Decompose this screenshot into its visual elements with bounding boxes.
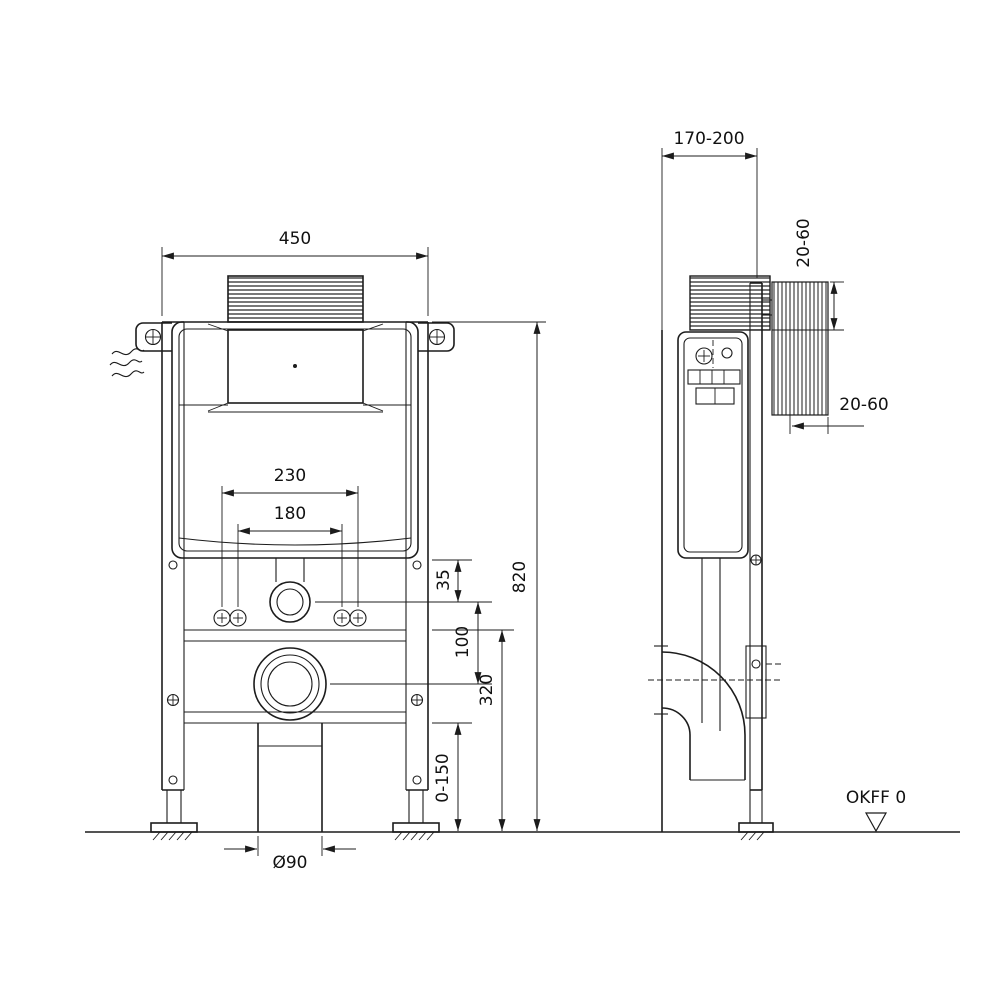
floor-level-label: OKFF 0 bbox=[846, 788, 906, 808]
front-dimensions: 450 230 180 820 bbox=[161, 229, 546, 873]
side-foot bbox=[738, 790, 774, 841]
side-dimensions: 170-200 20-60 20-60 bbox=[661, 129, 889, 434]
dim-frame-depth: 170-200 bbox=[661, 129, 758, 330]
dim-label-supply-to-drain: 100 bbox=[453, 626, 473, 658]
outlet-bracket bbox=[745, 645, 782, 719]
dim-supply-to-drain: 100 bbox=[330, 602, 492, 685]
dim-label-frame-height: 820 bbox=[510, 561, 530, 593]
dim-bracket-vertical: 20-60 bbox=[772, 218, 844, 331]
dim-supply-offset: 35 bbox=[315, 559, 492, 603]
front-view: 450 230 180 820 bbox=[109, 229, 546, 873]
drain-pipe bbox=[257, 723, 323, 832]
dim-foot-adjustment: 0-150 bbox=[432, 722, 472, 831]
dim-label-fixing-outer: 230 bbox=[274, 466, 306, 486]
dim-label-bracket-horizontal: 20-60 bbox=[839, 395, 888, 415]
drain-outlet bbox=[253, 647, 327, 721]
access-window bbox=[227, 329, 364, 404]
side-cistern bbox=[677, 275, 829, 559]
floor-level-marker: OKFF 0 bbox=[846, 788, 906, 833]
dim-label-supply-offset: 35 bbox=[434, 569, 454, 591]
front-cistern bbox=[109, 275, 455, 559]
supply-connection bbox=[269, 581, 311, 623]
side-rail-hole-icon bbox=[750, 554, 762, 566]
dim-label-drain-diameter: Ø90 bbox=[272, 853, 307, 873]
dim-fixing-centers-outer: 230 bbox=[221, 466, 359, 607]
wall-bracket-block bbox=[771, 281, 829, 416]
side-valve-details bbox=[687, 340, 741, 405]
floor-level-triangle-icon bbox=[864, 812, 888, 833]
wall-break-icon bbox=[109, 348, 145, 378]
fixing-bolts-left bbox=[213, 609, 247, 627]
right-mounting-ear bbox=[418, 322, 455, 352]
dim-frame-height: 820 bbox=[432, 321, 546, 831]
dim-label-foot-adjustment: 0-150 bbox=[433, 753, 453, 802]
dim-label-frame-depth: 170-200 bbox=[673, 129, 744, 149]
dim-label-fixing-inner: 180 bbox=[274, 504, 306, 524]
dim-fixing-centers-inner: 180 bbox=[237, 504, 343, 607]
front-connections bbox=[213, 558, 367, 832]
side-protection-box bbox=[689, 275, 771, 331]
drain-elbow bbox=[648, 645, 780, 781]
side-frame bbox=[661, 282, 774, 841]
protection-box bbox=[227, 275, 364, 323]
side-view: 170-200 20-60 20-60 bbox=[648, 129, 889, 841]
dim-drain-diameter: Ø90 bbox=[224, 836, 356, 873]
left-mounting-ear bbox=[135, 322, 172, 352]
dim-label-frame-width: 450 bbox=[279, 229, 311, 249]
dim-bracket-horizontal: 20-60 bbox=[789, 395, 889, 434]
front-frame-rails bbox=[150, 321, 440, 841]
dim-drain-height: 320 bbox=[432, 629, 514, 831]
rail-hole-icon bbox=[166, 560, 424, 785]
side-piping bbox=[648, 558, 782, 781]
dim-frame-width: 450 bbox=[161, 229, 429, 316]
dim-label-drain-height: 320 bbox=[477, 674, 497, 706]
dim-label-bracket-vertical: 20-60 bbox=[794, 218, 814, 267]
fixing-bolts-right bbox=[333, 609, 367, 627]
